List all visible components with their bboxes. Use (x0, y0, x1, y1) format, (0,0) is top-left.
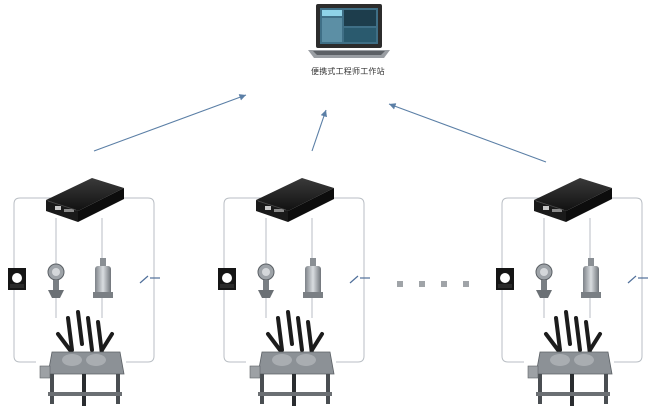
wiring-frame (223, 197, 365, 363)
laptop-icon (308, 4, 390, 58)
vibration-sensor-icon (581, 258, 601, 298)
wiring-frame (13, 197, 155, 363)
gis-switchgear-icon (39, 310, 125, 406)
data-acquisition-box-icon (534, 178, 612, 222)
unit-left (8, 178, 160, 406)
arrow-left-unit (93, 94, 247, 152)
wiring-frame (501, 197, 643, 363)
switch-contact-icon (139, 275, 160, 284)
unit-middle (218, 178, 370, 406)
switch-contact-icon (627, 275, 648, 284)
current-clamp-sensor-icon (8, 268, 26, 290)
gis-switchgear-icon (527, 310, 613, 406)
current-clamp-sensor-icon (218, 268, 236, 290)
dotted-ellipsis-icon (397, 281, 469, 287)
data-acquisition-box-icon (46, 178, 124, 222)
current-clamp-sensor-icon (496, 268, 514, 290)
switch-contact-icon (349, 275, 370, 284)
workstation-label: 便携式工程师工作站 (311, 67, 385, 76)
pressure-sensor-icon (47, 263, 65, 298)
vibration-sensor-icon (303, 258, 323, 298)
gis-switchgear-icon (249, 310, 335, 406)
unit-right (496, 178, 648, 406)
pressure-sensor-icon (257, 263, 275, 298)
data-acquisition-box-icon (256, 178, 334, 222)
arrow-middle-unit (311, 109, 327, 152)
pressure-sensor-icon (535, 263, 553, 298)
arrow-right-unit (388, 103, 547, 163)
vibration-sensor-icon (93, 258, 113, 298)
uplink-arrows (93, 94, 547, 163)
